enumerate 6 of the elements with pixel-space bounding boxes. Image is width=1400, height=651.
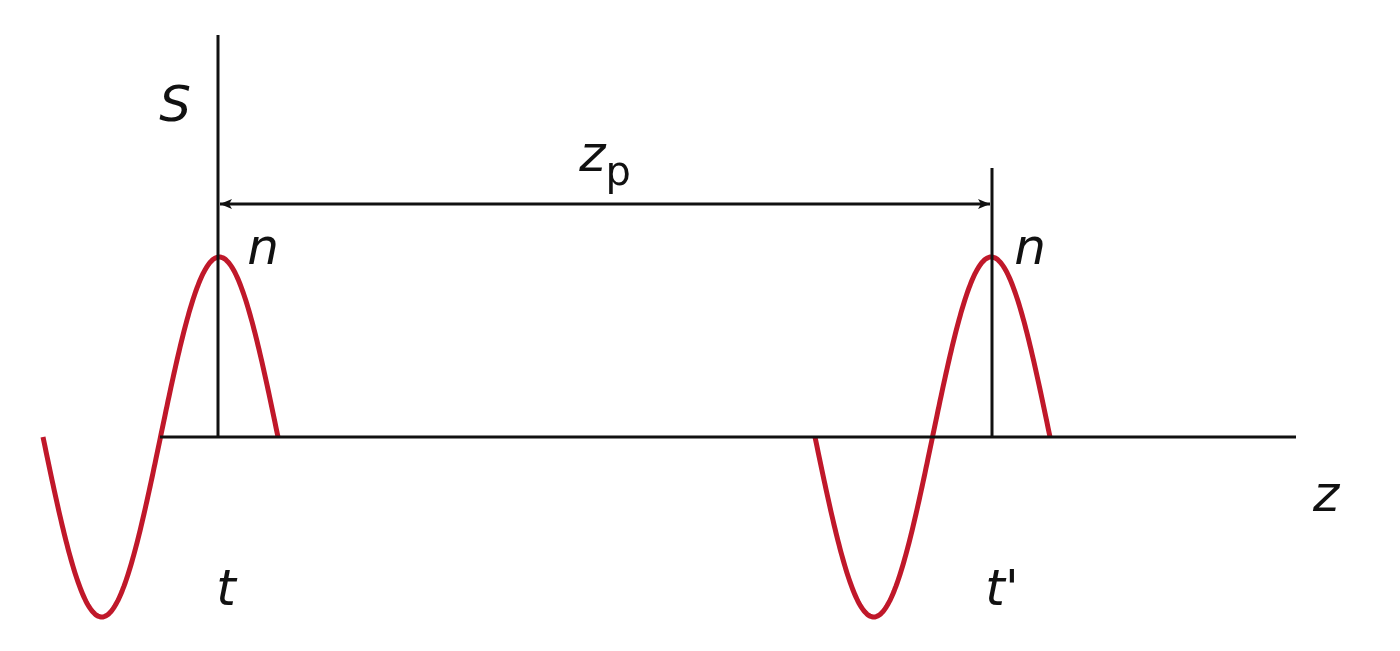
point-label: t bbox=[216, 563, 236, 613]
axis-label: S bbox=[159, 79, 191, 129]
peak-label: n bbox=[247, 222, 279, 272]
peak-label: n bbox=[1014, 222, 1046, 272]
point-label: t' bbox=[985, 563, 1019, 613]
axis-label: z bbox=[1312, 469, 1340, 519]
